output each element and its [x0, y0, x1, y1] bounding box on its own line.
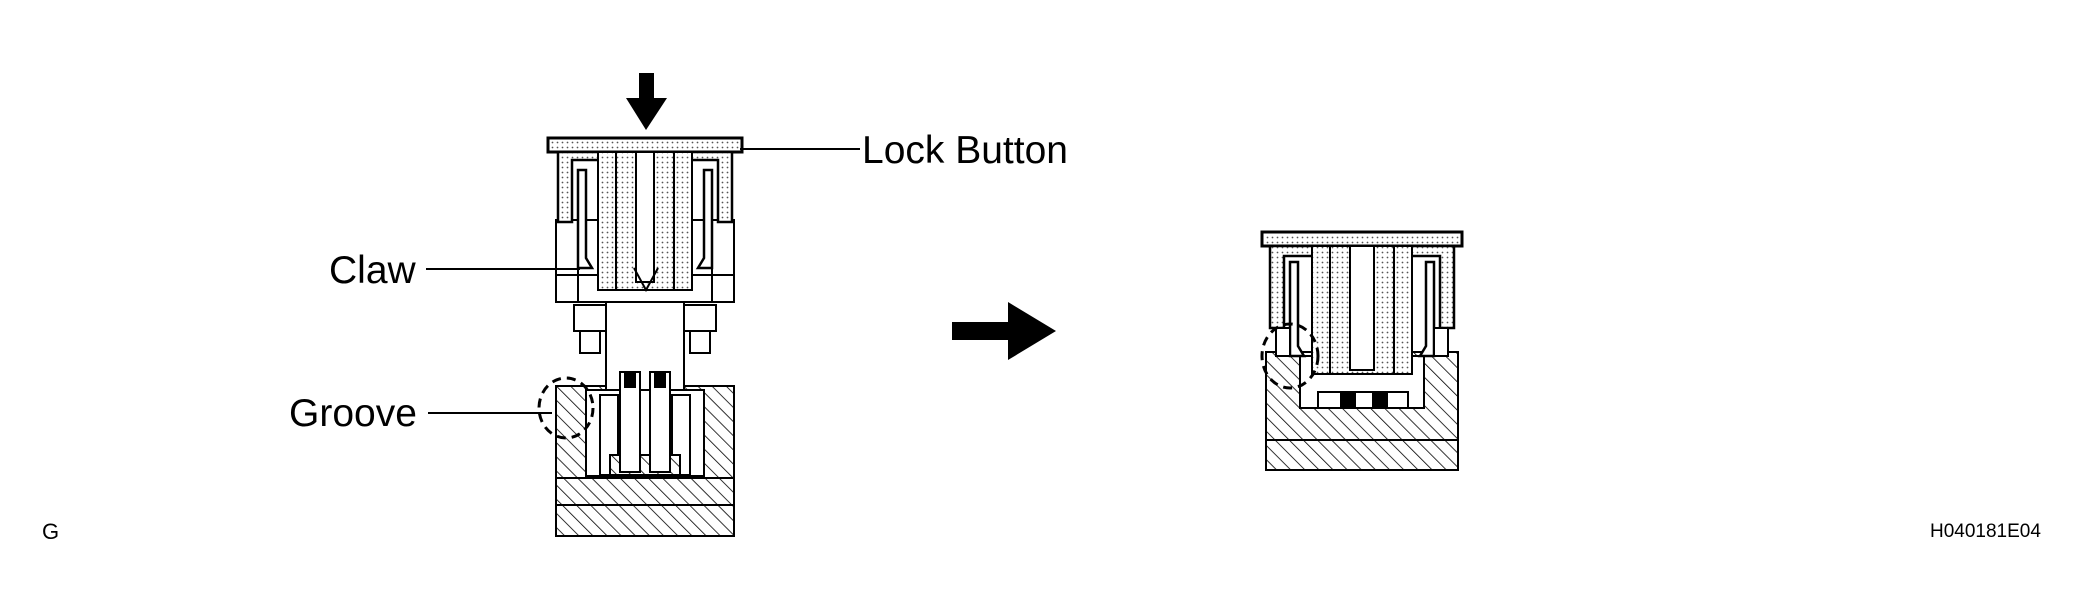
groove-callout-circle [537, 376, 595, 440]
lock-button-label: Lock Button [862, 129, 1068, 172]
corner-mark: G [42, 519, 59, 544]
groove-label: Groove [289, 392, 417, 435]
lock-button [546, 136, 744, 293]
housing-slot [585, 389, 705, 477]
claw-label: Claw [329, 249, 417, 292]
locked-connector [1260, 230, 1464, 375]
push-down-arrow [626, 73, 667, 130]
locked-claw-callout-circle [1260, 322, 1320, 390]
right-arrow [952, 302, 1056, 360]
figure-code: H040181E04 [1930, 521, 2041, 542]
